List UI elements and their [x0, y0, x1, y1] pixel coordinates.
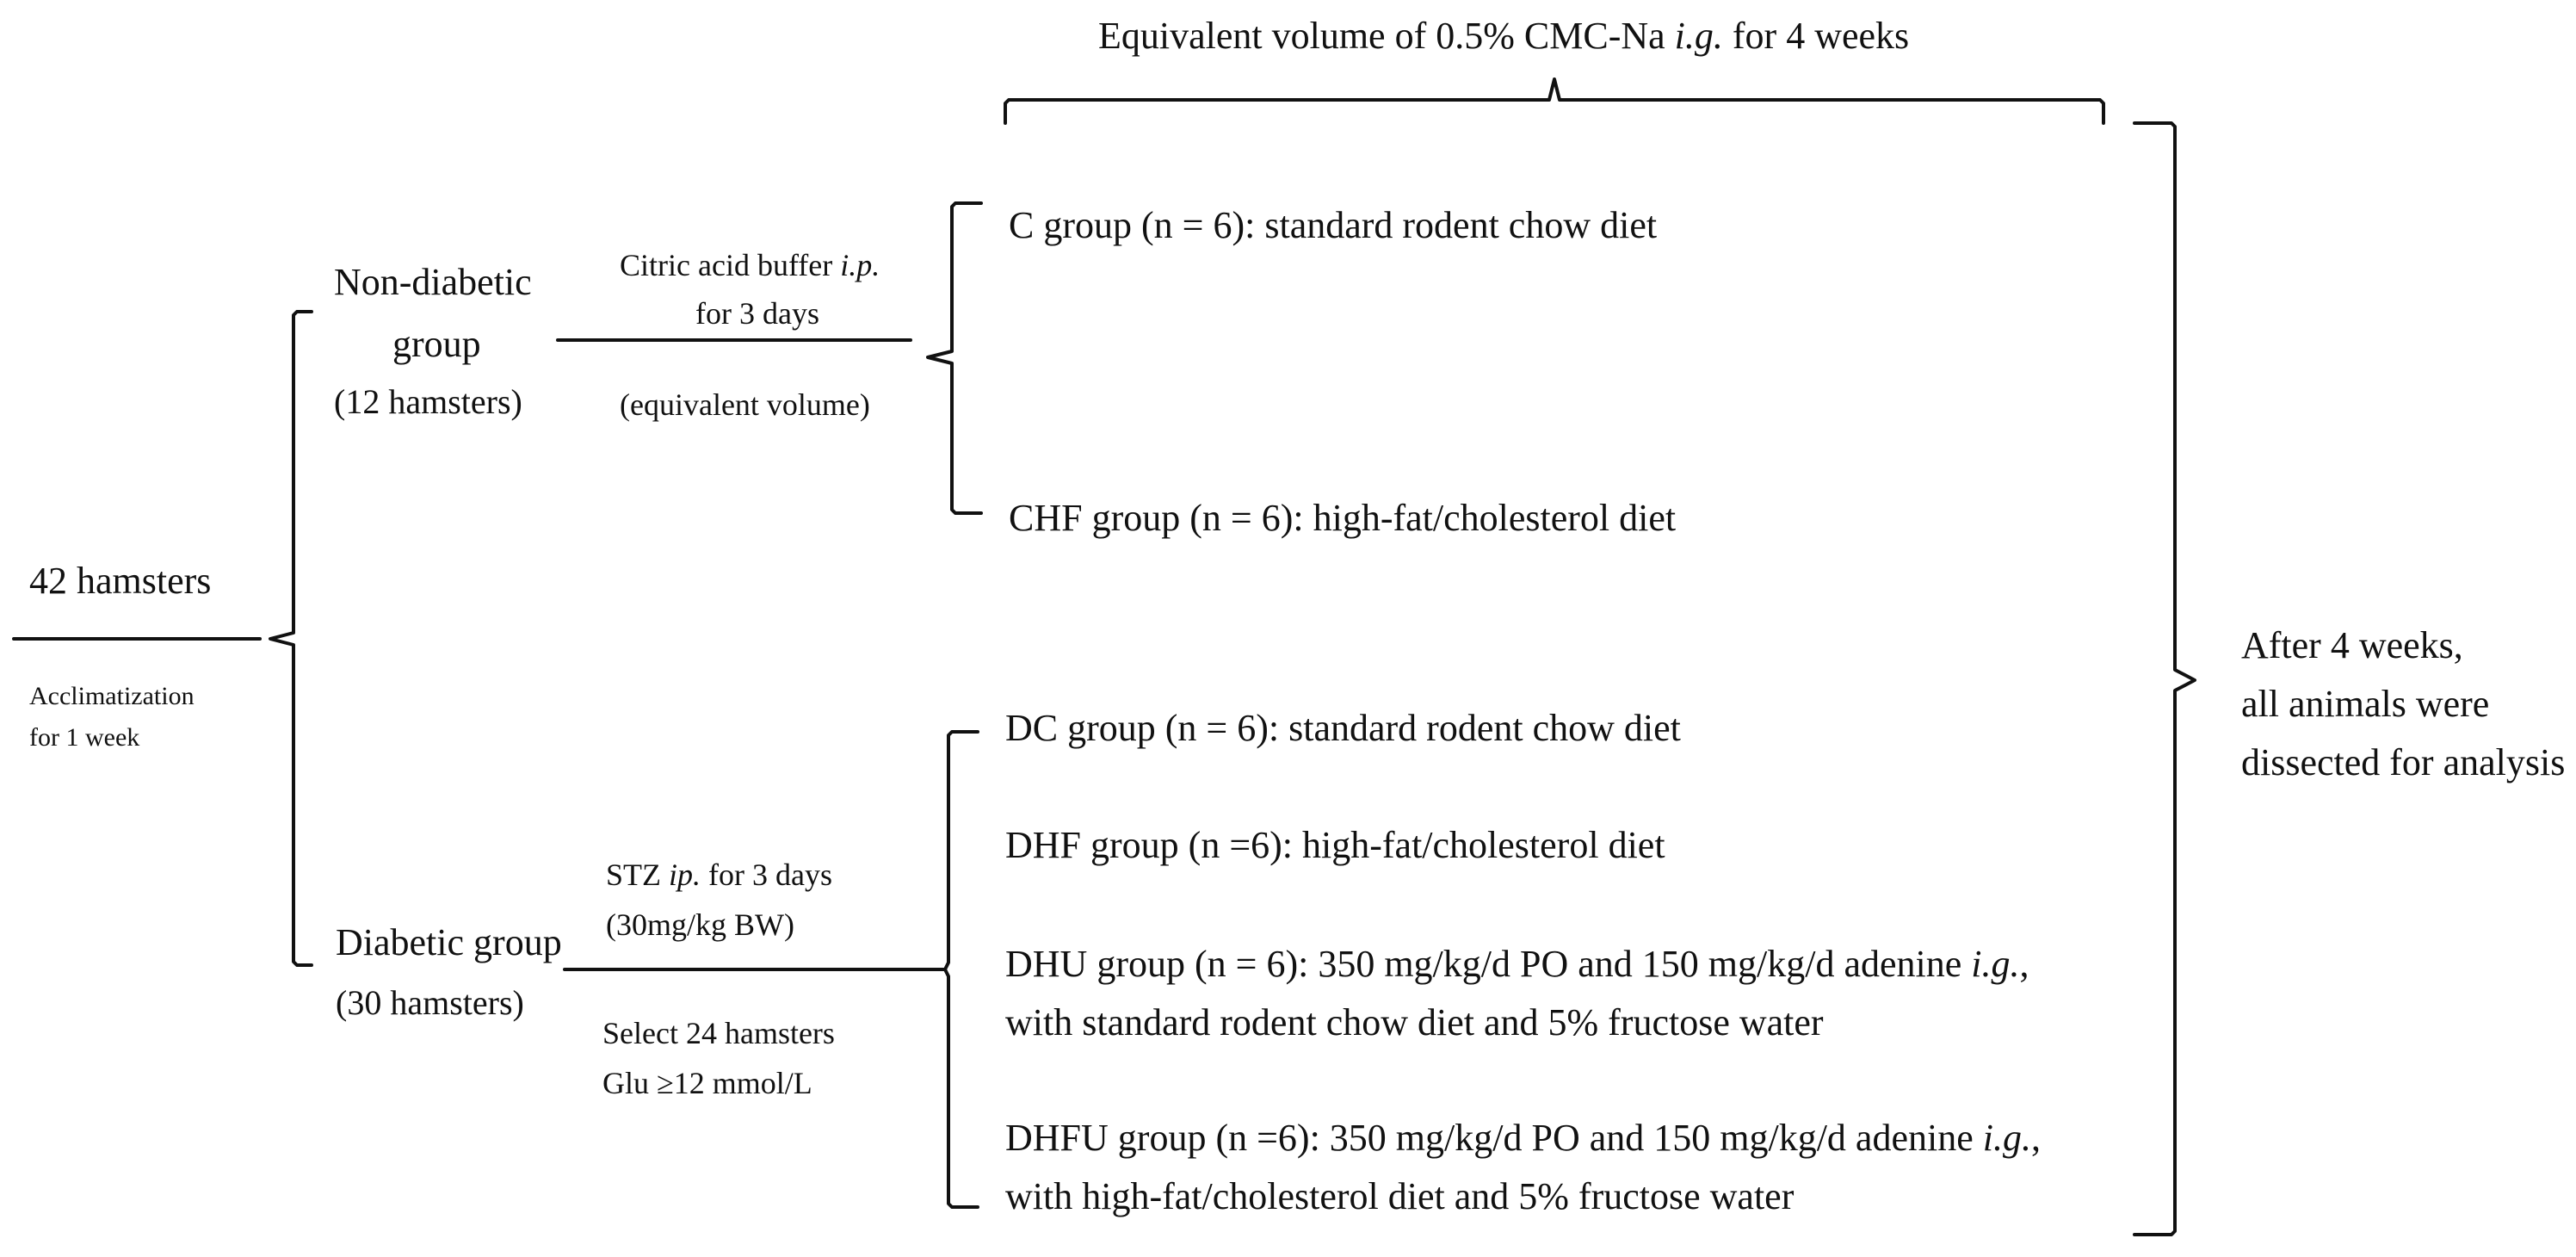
outcome-line2: all animals were [2241, 683, 2490, 725]
c-group-label: C group (n = 6): standard rodent chow di… [1009, 204, 1658, 246]
selection-line2: Glu ≥12 mmol/L [602, 1066, 812, 1100]
non-diabetic-treatment-line2: for 3 days [695, 296, 819, 331]
diabetic-count: (30 hamsters) [336, 983, 524, 1022]
non-diabetic-groups-bracket [926, 201, 983, 515]
top-treatment-bracket [1004, 77, 2105, 125]
outcome-line1: After 4 weeks, [2241, 624, 2463, 666]
dc-group-label: DC group (n = 6): standard rodent chow d… [1005, 707, 1681, 749]
stz-treatment-line1: STZ ip. for 3 days [606, 858, 832, 892]
dhfu-group-line2: with high-fat/cholesterol diet and 5% fr… [1005, 1175, 1795, 1217]
main-split-bracket [269, 310, 313, 967]
non-diabetic-title-line2: group [392, 323, 481, 365]
dhu-group-line2: with standard rodent chow diet and 5% fr… [1005, 1001, 1824, 1043]
dhu-group-line1: DHU group (n = 6): 350 mg/kg/d PO and 15… [1005, 943, 2029, 985]
diabetic-title: Diabetic group [336, 921, 562, 963]
acclimatization-note-line1: Acclimatization [29, 682, 195, 710]
start-title: 42 hamsters [29, 560, 212, 602]
outcome-line3: dissected for analysis [2241, 741, 2566, 783]
diabetic-groups-bracket [943, 730, 979, 1209]
acclimatization-note-line2: for 1 week [29, 723, 140, 752]
cmc-na-treatment-label: Equivalent volume of 0.5% CMC-Na i.g. fo… [1098, 15, 1910, 57]
non-diabetic-treatment-line1: Citric acid buffer i.p. [620, 248, 880, 282]
non-diabetic-title-line1: Non-diabetic [334, 261, 532, 303]
chf-group-label: CHF group (n = 6): high-fat/cholesterol … [1009, 497, 1677, 539]
selection-line1: Select 24 hamsters [602, 1016, 835, 1050]
dhf-group-label: DHF group (n =6): high-fat/cholesterol d… [1005, 824, 1665, 866]
outcome-bracket [2133, 121, 2196, 1236]
non-diabetic-treatment-note: (equivalent volume) [620, 387, 870, 422]
dhfu-group-line1: DHFU group (n =6): 350 mg/kg/d PO and 15… [1005, 1117, 2041, 1159]
non-diabetic-count: (12 hamsters) [334, 382, 522, 421]
stz-treatment-dose: (30mg/kg BW) [606, 907, 794, 942]
